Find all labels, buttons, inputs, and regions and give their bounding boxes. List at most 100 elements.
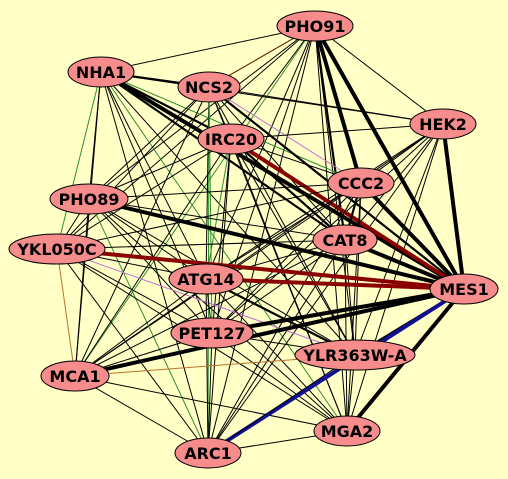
edge-pet127-arc1: [207, 332, 213, 454]
node-label: PHO91: [285, 17, 346, 36]
edge-ykl050c-mca1: [56, 248, 76, 377]
edge-ncs2-hek2: [208, 86, 444, 125]
edge-cat8-ylr363w-a: [344, 239, 356, 356]
edge-hek2-mes1: [441, 122, 466, 291]
node-ellipse[interactable]: [8, 233, 106, 265]
edge-irc20-cat8: [229, 137, 347, 242]
edge-mca1-mga2: [74, 375, 348, 432]
edge-pho91-mca1: [74, 25, 316, 377]
node-ellipse[interactable]: [168, 263, 244, 295]
node-label: YLR363W-A: [302, 346, 407, 365]
edge-pho89-pet127: [88, 198, 213, 334]
edge-pho91-hek2: [314, 25, 444, 125]
edge-ccc2-pho89: [88, 182, 362, 200]
node-mga2[interactable]: MGA2: [313, 415, 381, 447]
edge-mca1-arc1: [74, 375, 209, 454]
node-label: MES1: [439, 280, 489, 299]
edge-pho91-mes1: [313, 24, 466, 291]
node-pho89[interactable]: PHO89: [49, 183, 129, 215]
edge-cat8-pet127: [211, 239, 346, 334]
node-ellipse[interactable]: [170, 317, 254, 349]
edge-pho91-pho89: [88, 25, 316, 200]
edge-mes1-arc1: [206, 287, 466, 455]
node-ellipse[interactable]: [177, 71, 241, 103]
edge-pho89-arc1: [88, 198, 209, 454]
edge-ncs2-cat8: [208, 86, 346, 241]
edge-irc20-pet127: [211, 138, 232, 334]
node-label: NCS2: [185, 78, 233, 97]
node-ellipse[interactable]: [174, 437, 242, 469]
edge-hek2-mga2: [346, 123, 444, 432]
node-ellipse[interactable]: [312, 224, 378, 256]
edge-pho91-nha1: [100, 25, 316, 73]
edge-nha1-mes1: [99, 70, 466, 291]
node-label: ARC1: [184, 444, 232, 463]
edge-nha1-ykl050c: [56, 71, 102, 250]
edge-ncs2-ykl050c: [56, 86, 210, 250]
node-nha1[interactable]: NHA1: [67, 56, 135, 88]
edge-pho89-mes1: [87, 197, 466, 291]
node-label: IRC20: [205, 130, 257, 149]
node-label: YKL050C: [16, 240, 96, 259]
edge-ykl050c-arc1: [56, 248, 209, 454]
node-ncs2[interactable]: NCS2: [177, 71, 241, 103]
node-label: PHO89: [59, 190, 120, 209]
node-ellipse[interactable]: [429, 273, 499, 305]
edge-ylr363w-a-arc1: [207, 354, 356, 454]
edge-atg14-mga2: [205, 278, 348, 432]
edge-ccc2-atg14: [205, 182, 362, 280]
edge-nha1-ylr363w-a: [100, 71, 356, 356]
node-ellipse[interactable]: [294, 339, 416, 371]
edge-nha1-cat8: [99, 70, 347, 242]
node-label: PET127: [179, 324, 246, 343]
node-ccc2[interactable]: CCC2: [327, 167, 395, 199]
edge-pet127-mes1: [210, 287, 466, 335]
edge-ccc2-ylr363w-a: [354, 182, 362, 356]
edge-hek2-irc20: [230, 123, 444, 140]
edge-ccc2-pet127: [211, 182, 362, 334]
edge-ykl050c-mes1: [55, 247, 466, 291]
node-ykl050c[interactable]: YKL050C: [8, 233, 106, 265]
node-ellipse[interactable]: [276, 10, 354, 42]
node-irc20[interactable]: IRC20: [197, 123, 265, 155]
node-label: ATG14: [177, 270, 234, 289]
node-pho91[interactable]: PHO91: [276, 10, 354, 42]
node-ellipse[interactable]: [67, 56, 135, 88]
node-label: HEK2: [419, 115, 467, 134]
node-ellipse[interactable]: [40, 360, 110, 392]
node-label: NHA1: [76, 63, 126, 82]
edge-ccc2-mes1: [359, 181, 466, 291]
node-label: CCC2: [338, 174, 384, 193]
node-ellipse[interactable]: [49, 183, 129, 215]
edge-mca1-mes1: [73, 287, 466, 378]
node-mca1[interactable]: MCA1: [40, 360, 110, 392]
node-layer: PHO91NHA1NCS2HEK2IRC20CCC2PHO89CAT8YKL05…: [8, 10, 499, 469]
node-label: MGA2: [321, 422, 374, 441]
edge-irc20-atg14: [205, 138, 232, 280]
node-cat8[interactable]: CAT8: [312, 224, 378, 256]
edge-irc20-mga2: [230, 138, 348, 432]
edge-hek2-arc1: [207, 123, 444, 454]
edge-cat8-mca1: [74, 239, 346, 377]
node-atg14[interactable]: ATG14: [168, 263, 244, 295]
edge-pho89-cat8: [88, 198, 346, 241]
edge-hek2-ylr363w-a: [354, 123, 444, 356]
node-ellipse[interactable]: [327, 167, 395, 199]
node-ellipse[interactable]: [313, 415, 381, 447]
node-label: MCA1: [49, 367, 100, 386]
edge-pho89-mca1: [74, 198, 90, 377]
edge-cat8-mga2: [344, 239, 348, 432]
edge-pet127-mga2: [211, 332, 348, 432]
edge-atg14-mes1: [204, 277, 466, 291]
node-pet127[interactable]: PET127: [170, 317, 254, 349]
node-ellipse[interactable]: [197, 123, 265, 155]
edge-atg14-mca1: [74, 278, 207, 377]
node-mes1[interactable]: MES1: [429, 273, 499, 305]
edge-ncs2-pho89: [88, 86, 210, 200]
edge-pho91-ccc2: [313, 24, 363, 185]
node-arc1[interactable]: ARC1: [174, 437, 242, 469]
node-ylr363w-a[interactable]: YLR363W-A: [294, 339, 416, 371]
node-hek2[interactable]: HEK2: [409, 108, 477, 140]
node-ellipse[interactable]: [409, 108, 477, 140]
